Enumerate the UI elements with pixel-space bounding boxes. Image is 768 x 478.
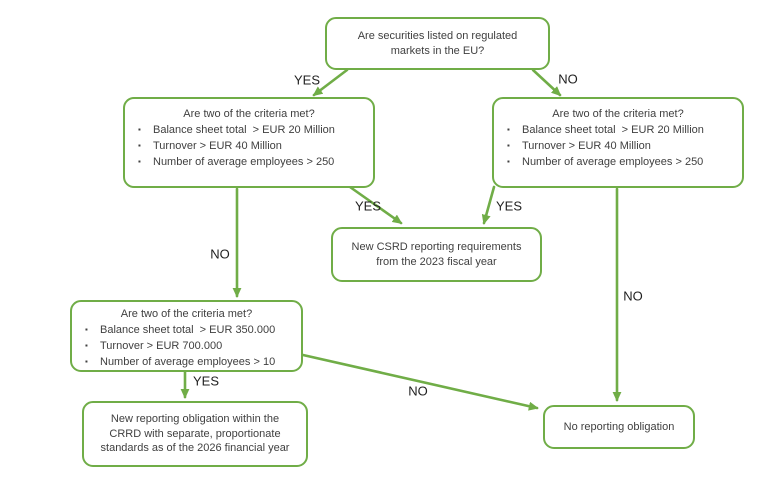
bullet-icon: ▪ bbox=[85, 325, 88, 334]
criteria-item-text: Balance sheet total > EUR 350.000 bbox=[100, 324, 276, 336]
edge-large-right-yes bbox=[481, 185, 496, 225]
edge-root-no bbox=[531, 68, 562, 97]
edge-small-no bbox=[301, 353, 539, 411]
edge-label-small-yes: YES bbox=[192, 373, 220, 389]
criteria-item-text: Balance sheet total > EUR 20 Million bbox=[153, 124, 335, 136]
criteria-item-text: Balance sheet total > EUR 20 Million bbox=[522, 124, 704, 136]
criteria-item: ▪ Balance sheet total > EUR 20 Million bbox=[494, 122, 742, 138]
criteria-item: ▪ Turnover > EUR 700.000 bbox=[72, 338, 301, 354]
bullet-icon: ▪ bbox=[85, 341, 88, 350]
criteria-item-text: Turnover > EUR 700.000 bbox=[100, 340, 223, 352]
criteria-item: ▪ Number of average employees > 250 bbox=[125, 154, 373, 170]
criteria-item-text: Number of average employees > 250 bbox=[522, 156, 704, 168]
node-crrd-text: New reporting obligation within the CRRD… bbox=[100, 412, 290, 455]
node-csrd-result: New CSRD reporting requirements from the… bbox=[331, 227, 542, 282]
criteria-item: ▪ Turnover > EUR 40 Million bbox=[494, 138, 742, 154]
bullet-icon: ▪ bbox=[138, 141, 141, 150]
criteria-item: ▪ Balance sheet total > EUR 350.000 bbox=[72, 322, 301, 338]
node-no-obligation-text: No reporting obligation bbox=[563, 420, 675, 433]
node-criteria-large-right: Are two of the criteria met? ▪ Balance s… bbox=[492, 97, 744, 188]
node-root-text: Are securities listed on regulated marke… bbox=[357, 29, 518, 57]
criteria-title: Are two of the criteria met? bbox=[183, 108, 315, 120]
bullet-icon: ▪ bbox=[507, 141, 510, 150]
bullet-icon: ▪ bbox=[138, 125, 141, 134]
node-csrd-text: New CSRD reporting requirements from the… bbox=[351, 240, 522, 268]
criteria-item-text: Number of average employees > 10 bbox=[100, 356, 276, 368]
criteria-item: ▪ Balance sheet total > EUR 20 Million bbox=[125, 122, 373, 138]
edge-label-large-left-no: NO bbox=[210, 246, 230, 262]
edge-root-yes bbox=[312, 68, 349, 97]
bullet-icon: ▪ bbox=[85, 357, 88, 366]
criteria-item-text: Number of average employees > 250 bbox=[153, 156, 335, 168]
node-criteria-large-left: Are two of the criteria met? ▪ Balance s… bbox=[123, 97, 375, 188]
edge-label-large-left-yes: YES bbox=[354, 198, 382, 214]
edge-label-large-right-yes: YES bbox=[495, 198, 523, 214]
bullet-icon: ▪ bbox=[138, 157, 141, 166]
node-criteria-small: Are two of the criteria met? ▪ Balance s… bbox=[70, 300, 303, 372]
criteria-item: ▪ Number of average employees > 250 bbox=[494, 154, 742, 170]
criteria-title: Are two of the criteria met? bbox=[552, 108, 684, 120]
criteria-item: ▪ Turnover > EUR 40 Million bbox=[125, 138, 373, 154]
node-root-question: Are securities listed on regulated marke… bbox=[325, 17, 550, 70]
edge-label-root-no: NO bbox=[558, 71, 578, 87]
criteria-item-text: Turnover > EUR 40 Million bbox=[153, 140, 282, 152]
criteria-title: Are two of the criteria met? bbox=[120, 308, 253, 320]
edge-label-large-right-no: NO bbox=[623, 288, 643, 304]
criteria-item-text: Turnover > EUR 40 Million bbox=[522, 140, 651, 152]
bullet-icon: ▪ bbox=[507, 157, 510, 166]
bullet-icon: ▪ bbox=[507, 125, 510, 134]
criteria-item: ▪ Number of average employees > 10 bbox=[72, 354, 301, 370]
node-crrd-result: New reporting obligation within the CRRD… bbox=[82, 401, 308, 467]
edge-large-left-yes bbox=[348, 185, 403, 225]
edge-label-root-yes: YES bbox=[293, 72, 321, 88]
node-no-obligation: No reporting obligation bbox=[543, 405, 695, 449]
edge-label-small-no: NO bbox=[408, 383, 428, 399]
